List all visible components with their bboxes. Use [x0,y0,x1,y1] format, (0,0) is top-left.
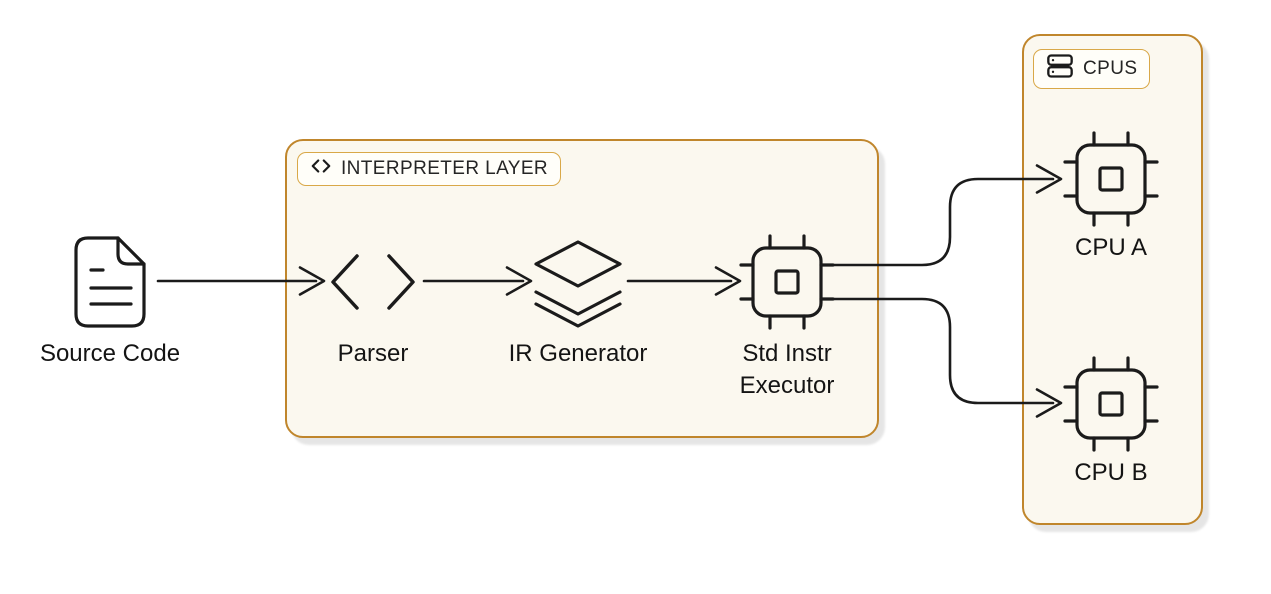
cpu-chip-icon [1063,131,1159,227]
node-label: CPU A [1074,234,1148,261]
file-text-icon [62,234,158,330]
server-icon [1046,52,1074,86]
code-icon [310,155,332,183]
cpus-container [1022,34,1203,525]
layers-icon [534,234,622,330]
node-cpu-a: CPU A [1041,131,1181,264]
cpu-chip-icon [739,234,835,330]
node-parser: Parser [293,234,453,370]
interpreter-layer-badge: INTERPRETER LAYER [297,152,562,186]
node-cpu-b: CPU B [1041,356,1181,489]
node-std-instr-executor: Std Instr Executor [722,234,852,402]
interpreter-layer-label: INTERPRETER LAYER [341,158,549,179]
node-label: Source Code [39,340,181,367]
cpus-badge: CPUS [1033,49,1151,89]
node-label: Parser [337,340,409,367]
angle-brackets-icon [329,234,417,330]
node-label: IR Generator [508,340,648,367]
cpu-chip-icon [1063,356,1159,452]
node-ir-generator: IR Generator [488,234,668,370]
interpreter-layer-container [285,139,879,438]
cpus-label: CPUS [1083,58,1138,79]
node-label: Std Instr Executor [739,340,835,399]
node-label: CPU B [1074,459,1148,486]
node-source-code: Source Code [30,234,190,370]
